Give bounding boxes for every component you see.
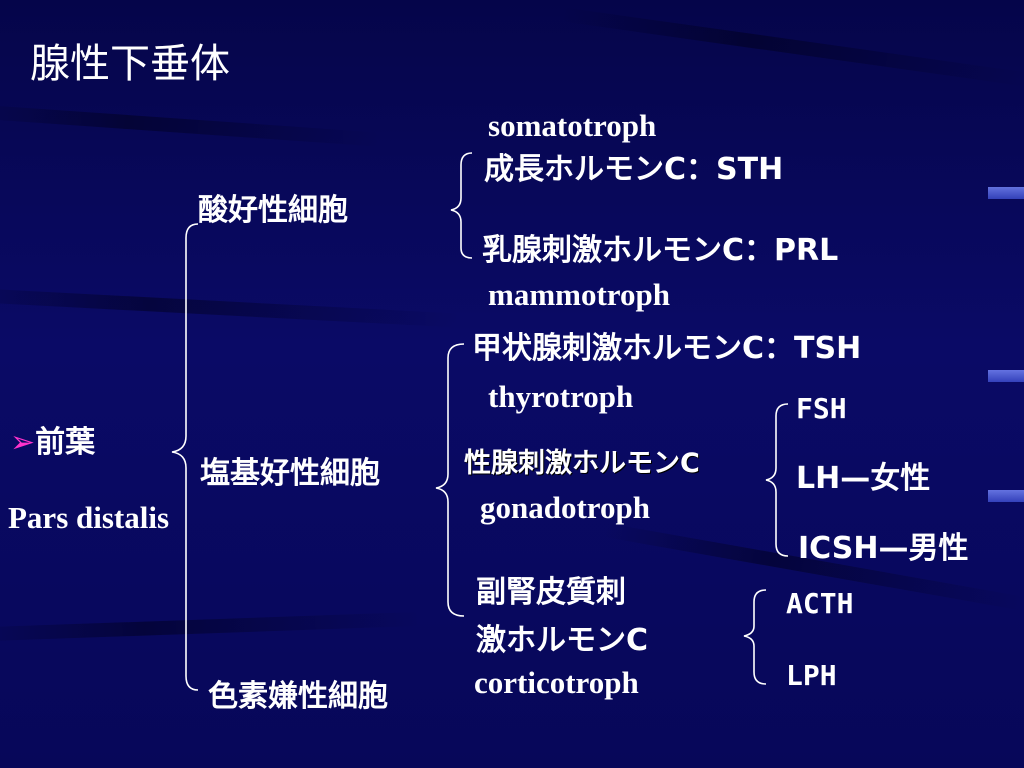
lobe-label: ➢前葉 xyxy=(10,428,95,458)
tsh-label: 甲状腺刺激ホルモンC：TSH xyxy=(472,331,862,366)
prl-label: 乳腺刺激ホルモンC：PRL xyxy=(482,233,839,268)
gonadotroph-label: gonadotroph xyxy=(480,490,650,525)
arrow-bullet-icon: ➢ xyxy=(10,425,36,460)
brace-acidophil xyxy=(450,152,473,259)
brace-gonad xyxy=(765,403,789,557)
fsh-label: FSH xyxy=(796,392,847,425)
background-tab xyxy=(988,187,1024,199)
brace-lobe xyxy=(171,223,199,691)
lh-label: LH—女性 xyxy=(796,461,931,496)
cell-acidophil: 酸好性細胞 xyxy=(198,193,348,228)
cell-chromophobe: 色素嫌性細胞 xyxy=(208,679,388,714)
background-tab xyxy=(988,370,1024,382)
lph-label: LPH xyxy=(786,659,837,692)
corticotroph-label: corticotroph xyxy=(474,665,639,700)
cell-basophil: 塩基好性細胞 xyxy=(200,456,380,491)
gonad-label: 性腺刺激ホルモンC xyxy=(464,448,700,479)
icsh-label: ICSH—男性 xyxy=(798,531,969,566)
somatotroph-label: somatotroph xyxy=(488,108,657,143)
cortico-label-line1: 副腎皮質刺 xyxy=(476,575,626,610)
background-tab xyxy=(988,490,1024,502)
cortico-label-line2: 激ホルモンC xyxy=(476,623,649,658)
brace-basophil xyxy=(435,343,465,617)
sth-label: 成長ホルモンC：STH xyxy=(484,152,784,187)
mammotroph-label: mammotroph xyxy=(488,277,670,312)
lobe-name: 前葉 xyxy=(35,425,96,460)
lobe-latin: Pars distalis xyxy=(8,500,170,535)
acth-label: ACTH xyxy=(786,587,854,620)
slide-title: 腺性下垂体 xyxy=(30,41,230,87)
brace-cortico xyxy=(743,589,767,685)
thyrotroph-label: thyrotroph xyxy=(488,379,634,414)
